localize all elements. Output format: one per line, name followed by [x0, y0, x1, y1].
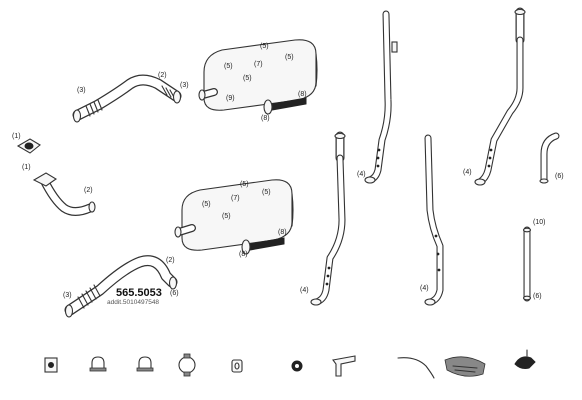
callout-5: (5) — [243, 75, 252, 82]
callout-9: (9) — [226, 95, 235, 102]
callout-3: (3) — [77, 87, 86, 94]
rubber-mount-icon — [231, 359, 243, 373]
gasket-icon — [44, 357, 58, 373]
callout-8: (8) — [261, 115, 270, 122]
flange-gasket — [16, 138, 41, 154]
muffler-top — [198, 39, 318, 115]
front-pipe-middle — [32, 172, 96, 216]
callout-5: (5) — [224, 63, 233, 70]
straight-pipe — [522, 226, 532, 302]
tail-pipe-short — [539, 132, 560, 184]
callout-6: (6) — [533, 293, 542, 300]
strap-icon — [397, 357, 435, 379]
callout-3: (3) — [180, 82, 189, 89]
bracket-icon — [332, 355, 356, 377]
callout-8: (8) — [278, 229, 287, 236]
tail-pipe-top-right — [474, 7, 526, 186]
front-pipe-top — [72, 74, 182, 123]
callout-7: (7) — [254, 61, 263, 68]
callout-5: (5) — [260, 43, 269, 50]
tail-pipe-middle-right — [424, 134, 444, 306]
callout-1: (1) — [22, 164, 31, 171]
callout-4: (4) — [357, 171, 366, 178]
u-clamp-icon — [89, 356, 107, 372]
callout-8: (8) — [298, 91, 307, 98]
callout-2: (2) — [158, 72, 167, 79]
callout-4: (4) — [420, 285, 429, 292]
callout-1: (1) — [12, 133, 21, 140]
callout-5: (5) — [202, 201, 211, 208]
u-clamp-icon — [136, 356, 154, 372]
alt-part-number: addit.5010497548 — [107, 299, 159, 306]
callout-5: (5) — [222, 213, 231, 220]
callout-7: (7) — [231, 195, 240, 202]
muffler-middle — [174, 179, 294, 255]
callout-4: (4) — [463, 169, 472, 176]
tail-pipe-middle-left — [310, 131, 346, 306]
callout-8: (8) — [239, 251, 248, 258]
callout-6: (6) — [170, 290, 179, 297]
accessories-row — [44, 349, 536, 379]
callout-5: (5) — [285, 54, 294, 61]
front-pipe-bottom — [64, 255, 178, 318]
callout-5: (5) — [240, 181, 249, 188]
heat-shield-icon — [444, 356, 486, 377]
hanger-icon — [514, 349, 536, 369]
band-clamp-icon — [178, 353, 196, 377]
callout-2: (2) — [84, 187, 93, 194]
callout-6: (6) — [555, 173, 564, 180]
callout-2: (2) — [166, 257, 175, 264]
part-number: 565.5053 — [116, 287, 162, 299]
callout-3: (3) — [63, 292, 72, 299]
tail-pipe-top-left — [364, 10, 398, 184]
callout-5: (5) — [262, 189, 271, 196]
callout-4: (4) — [300, 287, 309, 294]
callout-10: (10) — [533, 219, 545, 226]
rubber-ring-icon — [291, 360, 303, 372]
